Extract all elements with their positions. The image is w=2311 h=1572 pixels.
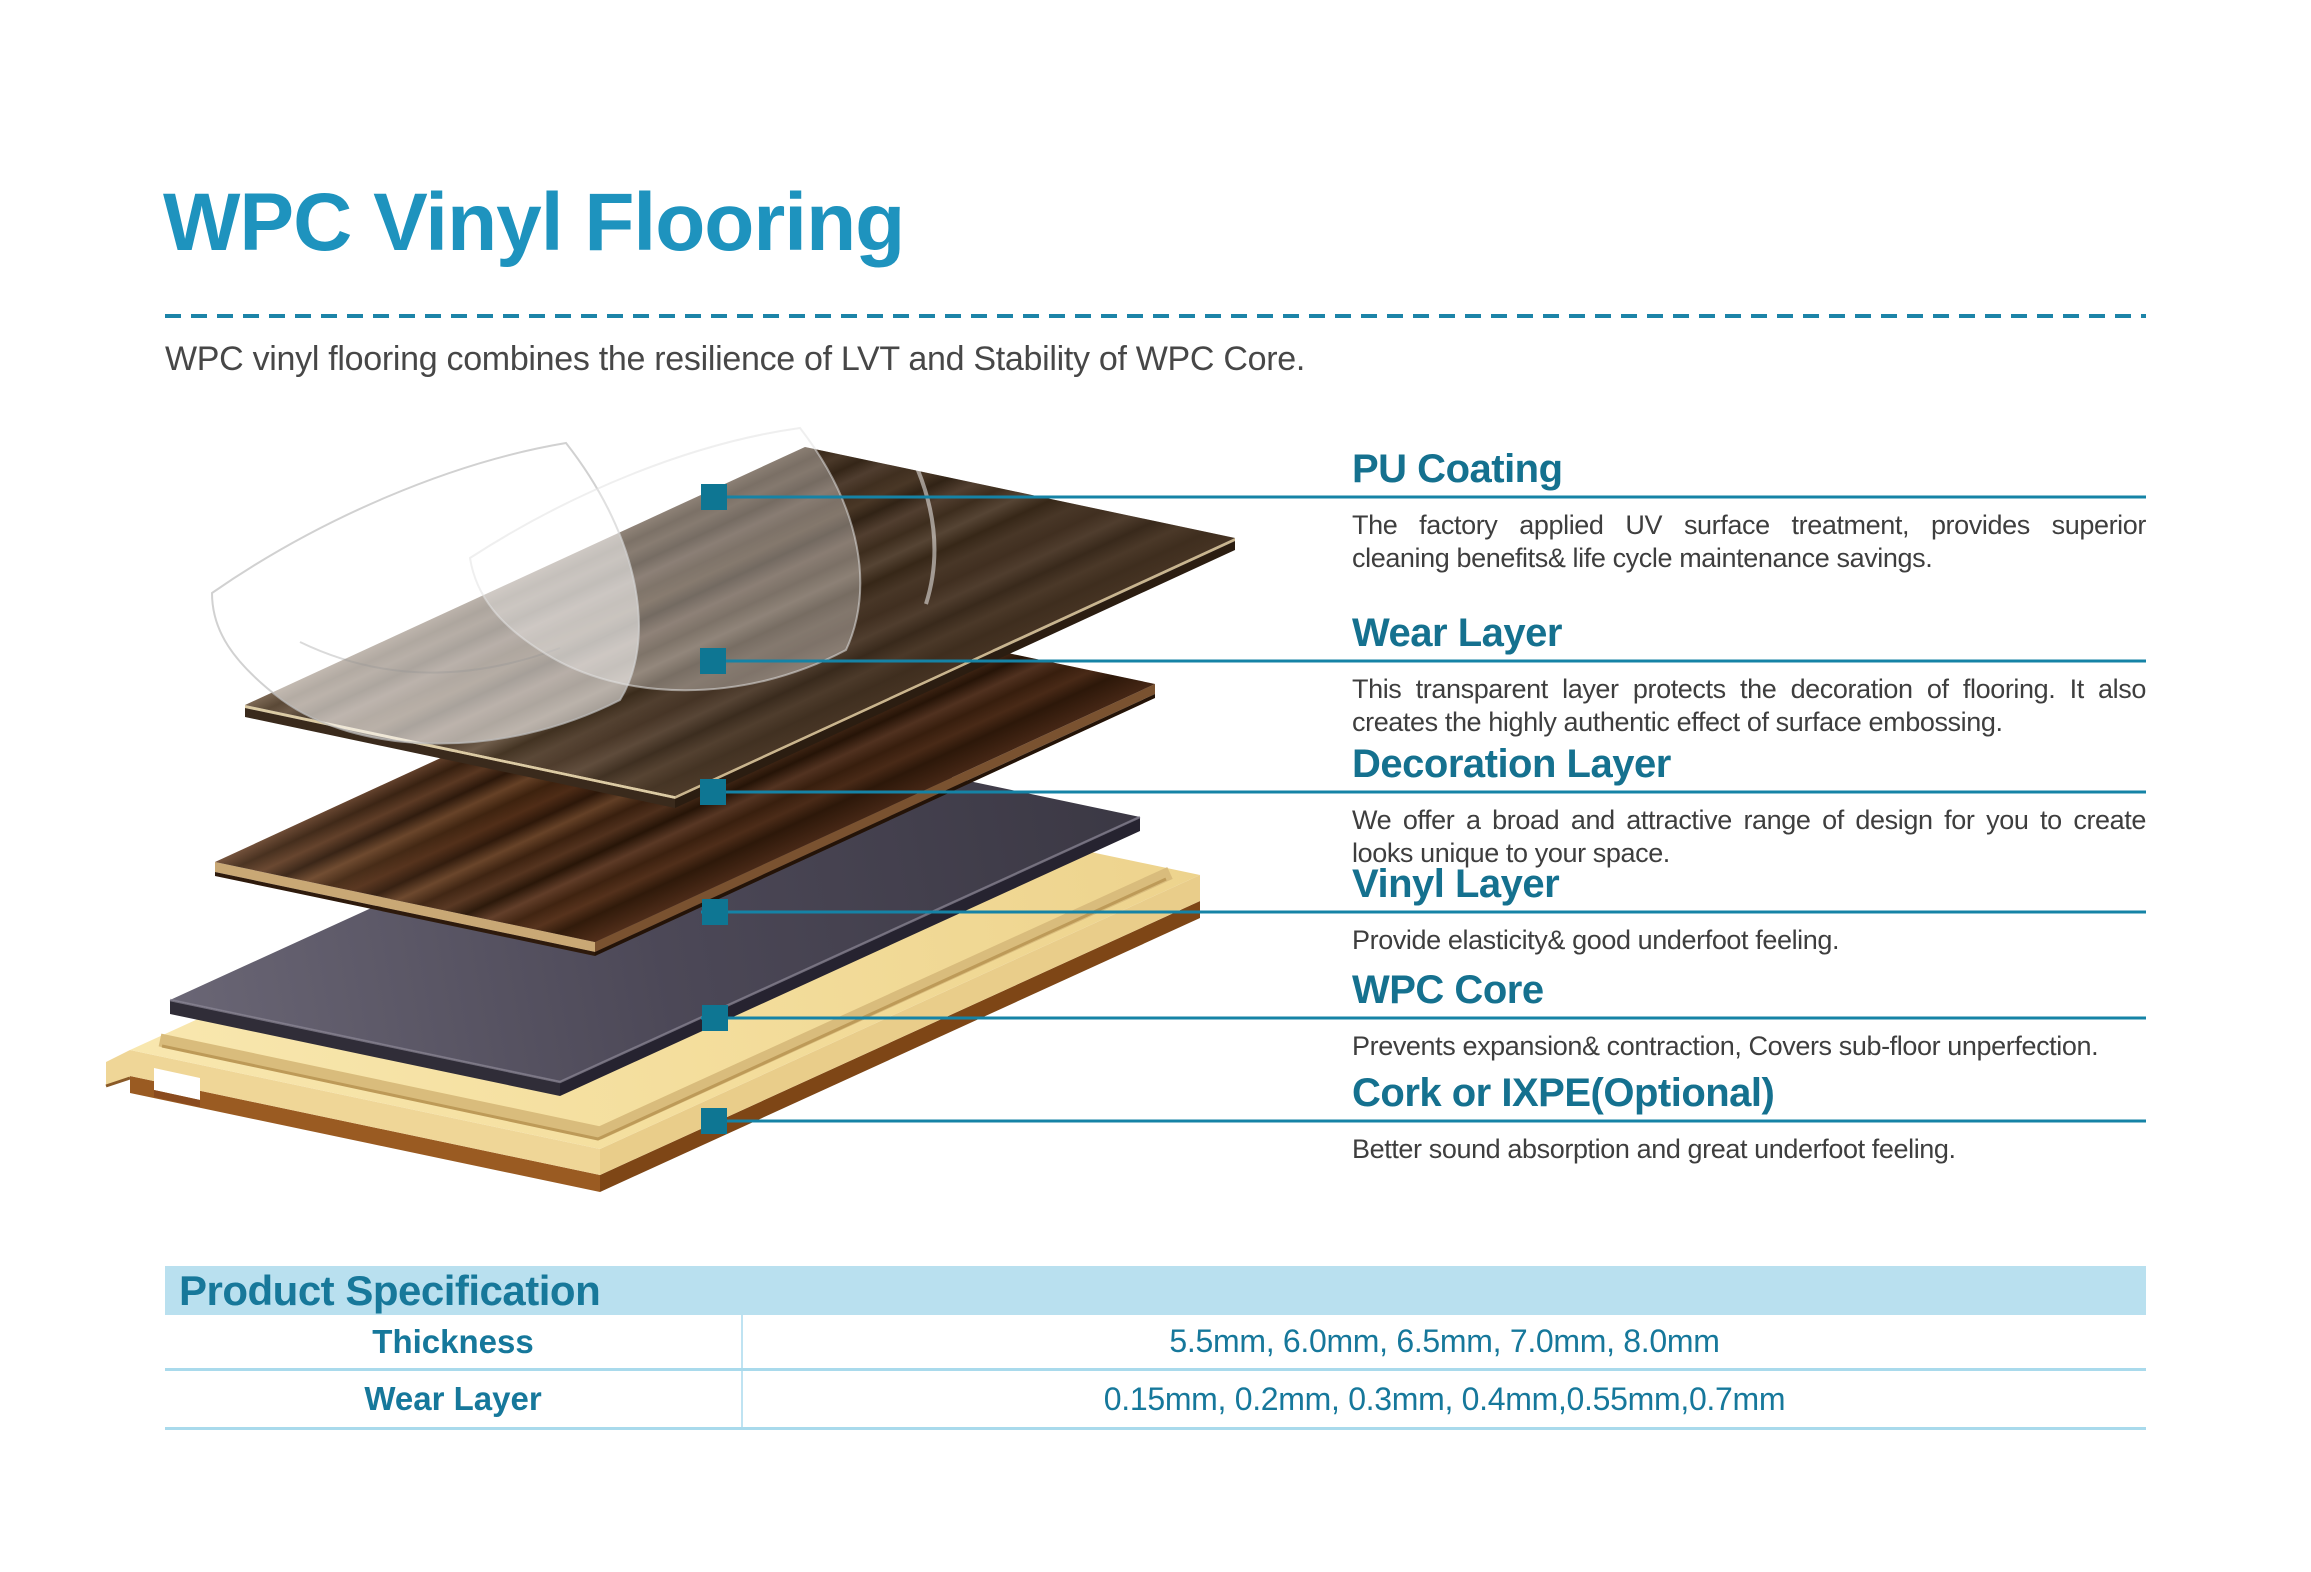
layer-heading-vinyl-layer: Vinyl Layer bbox=[1352, 862, 1560, 906]
layer-heading-pu-coating: PU Coating bbox=[1352, 447, 1563, 491]
layer-desc-pu-coating: The factory applied UV surface treatment… bbox=[1352, 510, 2146, 573]
layer-heading-wear-layer: Wear Layer bbox=[1352, 611, 1562, 655]
transparent-film-sheets bbox=[210, 426, 937, 745]
layer-markers bbox=[700, 484, 728, 1134]
layer-marker bbox=[700, 779, 726, 805]
core-notch bbox=[154, 1068, 200, 1100]
spec-table-header-band: Product Specification bbox=[165, 1266, 2146, 1315]
dashed-divider bbox=[165, 314, 2146, 318]
table-row: Thickness 5.5mm, 6.0mm, 6.5mm, 7.0mm, 8.… bbox=[165, 1315, 2146, 1371]
connector-lines bbox=[701, 495, 2146, 1123]
table-row: Wear Layer 0.15mm, 0.2mm, 0.3mm, 0.4mm,0… bbox=[165, 1371, 2146, 1430]
spec-value-thickness: 5.5mm, 6.0mm, 6.5mm, 7.0mm, 8.0mm bbox=[1169, 1323, 1720, 1359]
core-tongue bbox=[106, 1050, 130, 1086]
layer-heading-wpc-core: WPC Core bbox=[1352, 968, 1544, 1012]
pu-film bbox=[210, 441, 640, 745]
layer-desc-wear-layer: This transparent layer protects the deco… bbox=[1352, 674, 2146, 737]
layer-desc-decoration-layer: We offer a broad and attractive range of… bbox=[1352, 805, 2146, 868]
spec-table-title: Product Specification bbox=[179, 1266, 601, 1314]
layer-heading-decoration-layer: Decoration Layer bbox=[1352, 742, 1671, 786]
product-specification-table: Product Specification Thickness 5.5mm, 6… bbox=[165, 1266, 2146, 1430]
layer-marker bbox=[702, 899, 728, 925]
layer-desc-cork-ixpe: Better sound absorption and great underf… bbox=[1352, 1134, 1956, 1164]
cork-layer bbox=[130, 901, 1200, 1192]
spec-label-wear-layer: Wear Layer bbox=[165, 1371, 743, 1427]
wear-film bbox=[468, 426, 862, 692]
core-groove bbox=[158, 867, 1173, 1140]
layer-desc-wpc-core: Prevents expansion& contraction, Covers … bbox=[1352, 1031, 2099, 1061]
layer-heading-cork-ixpe: Cork or IXPE(Optional) bbox=[1352, 1071, 1775, 1115]
layer-marker bbox=[702, 1005, 728, 1031]
spec-value-wear-layer: 0.15mm, 0.2mm, 0.3mm, 0.4mm,0.55mm,0.7mm bbox=[1103, 1380, 1786, 1417]
page-title: WPC Vinyl Flooring bbox=[163, 177, 905, 268]
layer-desc-vinyl-layer: Provide elasticity& good underfoot feeli… bbox=[1352, 925, 1840, 955]
layer-marker bbox=[700, 648, 726, 674]
layer-marker bbox=[701, 1108, 727, 1134]
spec-label-thickness: Thickness bbox=[165, 1315, 743, 1368]
page-subtitle: WPC vinyl flooring combines the resilien… bbox=[165, 340, 1305, 378]
layer-marker bbox=[701, 484, 727, 510]
